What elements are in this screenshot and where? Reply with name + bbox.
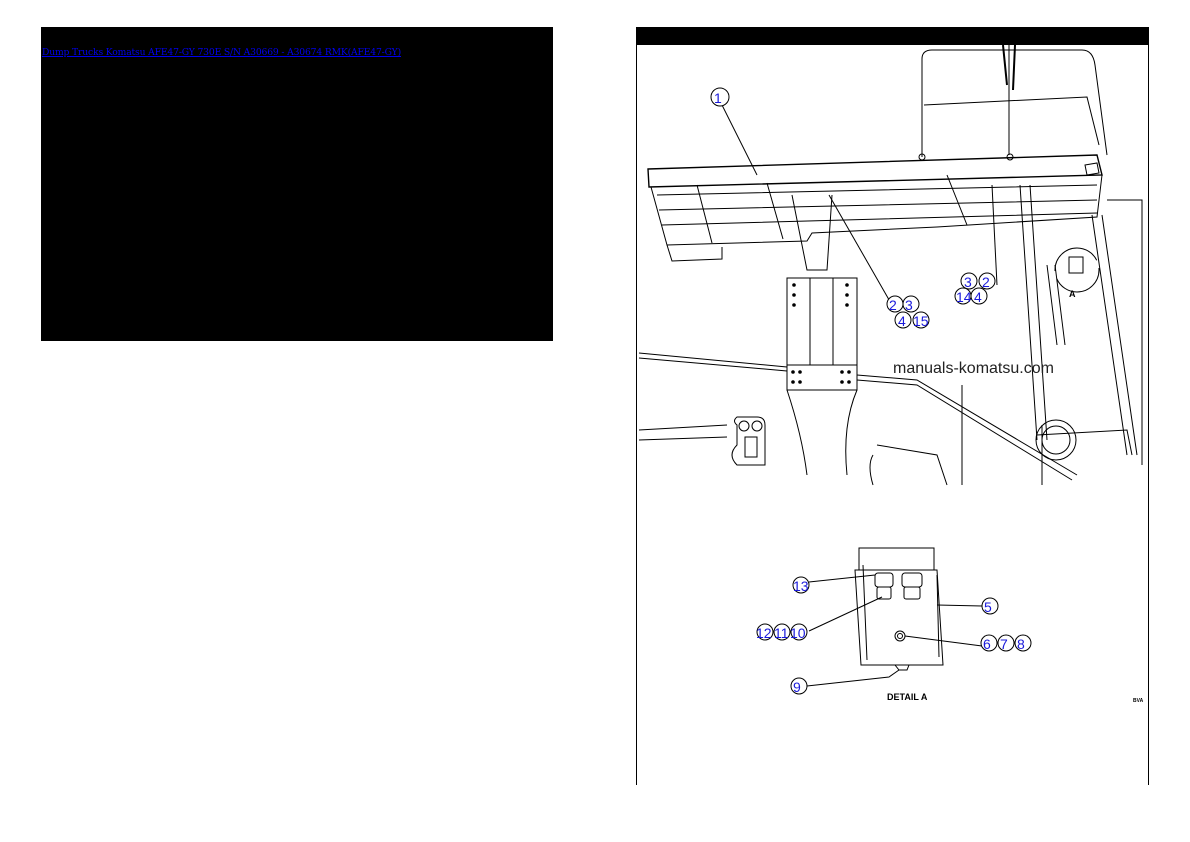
diagram-header-bar [637,27,1148,45]
detail-a-label: DETAIL A [887,692,928,702]
svg-text:4: 4 [974,289,982,305]
callouts-main: 1 2 3 4 15 3 2 14 4 [710,87,996,329]
svg-text:3: 3 [905,297,913,313]
svg-text:3: 3 [964,274,972,290]
svg-text:12: 12 [756,625,772,641]
leader-lines-main [721,104,998,306]
svg-text:10: 10 [790,625,806,641]
svg-text:2: 2 [982,274,990,290]
svg-text:7: 7 [1000,636,1008,652]
detail-a-marker: A [1054,247,1100,299]
svg-text:8: 8 [1017,636,1025,652]
parts-diagram-panel: A 1 2 3 4 15 [636,27,1149,785]
right-strut [1019,184,1143,465]
callout-1: 1 [714,90,722,106]
support-column [786,194,858,476]
document-header-box: Dump Trucks Komatsu AFE47-GY 730E S/N A3… [41,27,553,341]
svg-text:2: 2 [889,297,897,313]
exploded-parts-drawing: A 1 2 3 4 15 [638,45,1144,704]
detail-a-drawing [854,547,944,671]
handrail [918,45,1108,161]
svg-text:A: A [1069,289,1076,299]
deck-beam [647,154,1103,262]
svg-text:6: 6 [983,636,991,652]
drawing-code-label: BVA [1133,698,1144,704]
callouts-detail: 13 5 12 11 10 6 7 8 9 [756,576,1032,695]
svg-text:11: 11 [774,625,789,641]
svg-text:14: 14 [956,289,972,305]
watermark-text: manuals-komatsu.com [893,360,1054,377]
parts-catalog-title-link[interactable]: Dump Trucks Komatsu AFE47-GY 730E S/N A3… [42,47,402,58]
svg-text:5: 5 [984,599,992,615]
svg-text:9: 9 [793,679,801,695]
svg-text:4: 4 [898,313,906,329]
leader-lines-detail [806,574,983,687]
svg-text:15: 15 [913,313,929,329]
truck-frame [638,352,1078,486]
svg-text:13: 13 [793,578,809,594]
